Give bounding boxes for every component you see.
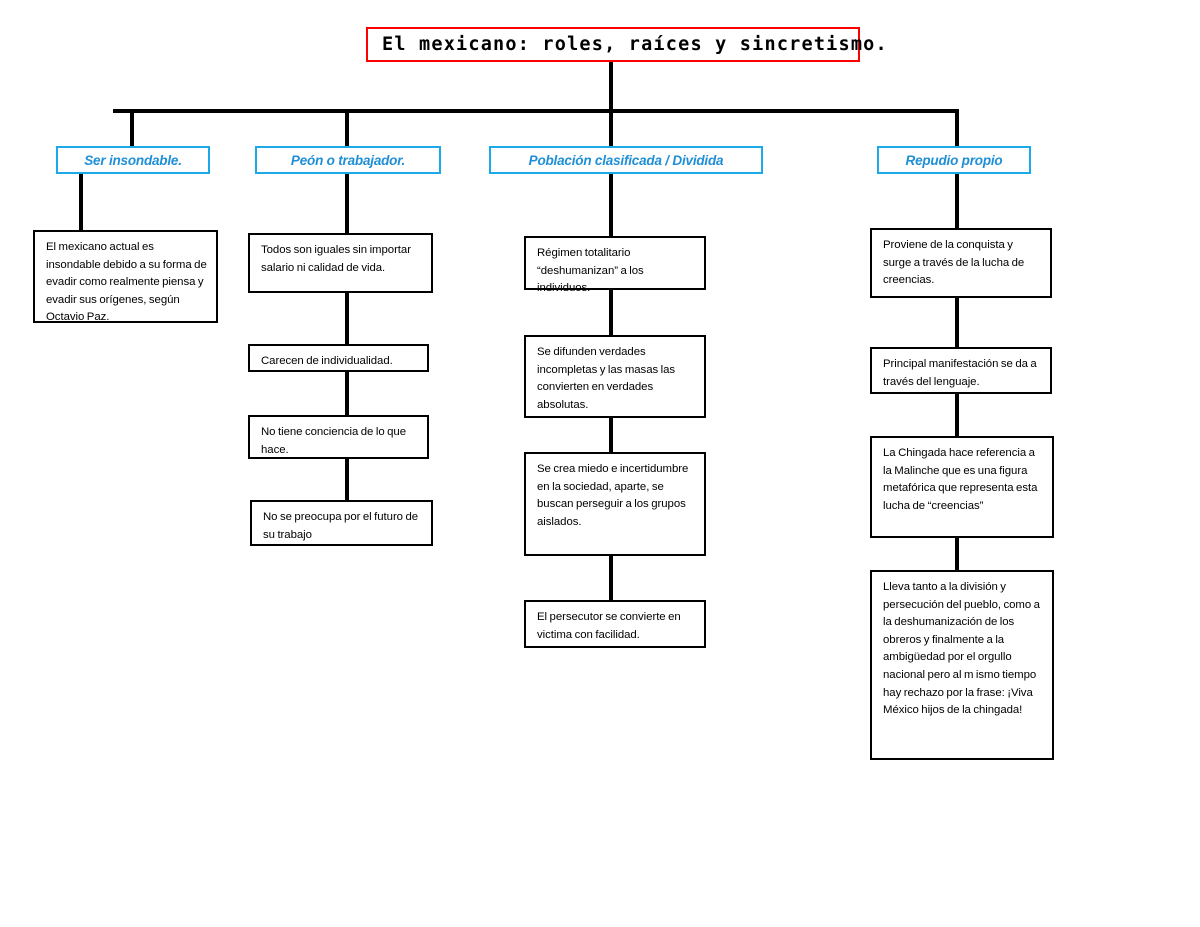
- detail-box-col2-4[interactable]: No se preocupa por el futuro de su traba…: [250, 500, 433, 546]
- detail-text: Carecen de individualidad.: [261, 355, 393, 367]
- detail-text: Régimen totalitario “deshumanizan” a los…: [537, 247, 644, 295]
- diagram-title-box: El mexicano: roles, raíces y sincretismo…: [366, 27, 887, 62]
- category-box-ser-insondable[interactable]: Ser insondable.: [56, 146, 210, 174]
- detail-text: Se crea miedo e incertidumbre en la soci…: [537, 463, 689, 528]
- category-label: Población clasificada / Dividida: [528, 152, 724, 168]
- detail-text: El persecutor se convierte en victima co…: [537, 611, 681, 641]
- category-box-peon-o-trabajador[interactable]: Peón o trabajador.: [255, 146, 441, 174]
- detail-box-col4-1[interactable]: Proviene de la conquista y surge a travé…: [870, 228, 1052, 298]
- detail-text: El mexicano actual es insondable debido …: [46, 241, 207, 324]
- detail-box-col4-4[interactable]: Lleva tanto a la división y persecución …: [870, 570, 1054, 760]
- category-label: Repudio propio: [905, 152, 1003, 168]
- detail-text: No se preocupa por el futuro de su traba…: [263, 511, 419, 541]
- detail-box-col3-1[interactable]: Régimen totalitario “deshumanizan” a los…: [524, 236, 706, 294]
- page-title: El mexicano: roles, raíces y sincretismo…: [382, 34, 888, 55]
- detail-box-col1-1[interactable]: El mexicano actual es insondable debido …: [33, 230, 218, 323]
- detail-box-col4-2[interactable]: Principal manifestación se da a través d…: [870, 347, 1052, 394]
- category-label: Peón o trabajador.: [290, 152, 406, 168]
- category-box-poblacion-clasificada[interactable]: Población clasificada / Dividida: [489, 146, 763, 174]
- category-box-repudio-propio[interactable]: Repudio propio: [877, 146, 1031, 174]
- detail-box-col2-2[interactable]: Carecen de individualidad.: [248, 344, 429, 372]
- detail-box-col2-1[interactable]: Todos son iguales sin importar salario n…: [248, 233, 433, 293]
- detail-text: No tiene conciencia de lo que hace.: [261, 426, 406, 456]
- detail-box-col2-3[interactable]: No tiene conciencia de lo que hace.: [248, 415, 429, 459]
- detail-box-col3-2[interactable]: Se difunden verdades incompletas y las m…: [524, 335, 706, 418]
- category-label: Ser insondable.: [84, 152, 182, 168]
- detail-box-col3-3[interactable]: Se crea miedo e incertidumbre en la soci…: [524, 452, 706, 556]
- detail-text: La Chingada hace referencia a la Malinch…: [883, 447, 1038, 512]
- detail-box-col3-4[interactable]: El persecutor se convierte en victima co…: [524, 600, 706, 648]
- detail-text: Principal manifestación se da a través d…: [883, 358, 1037, 388]
- detail-text: Todos son iguales sin importar salario n…: [261, 244, 411, 274]
- detail-text: Lleva tanto a la división y persecución …: [883, 581, 1040, 717]
- detail-text: Se difunden verdades incompletas y las m…: [537, 346, 676, 411]
- detail-text: Proviene de la conquista y surge a travé…: [883, 239, 1025, 287]
- detail-box-col4-3[interactable]: La Chingada hace referencia a la Malinch…: [870, 436, 1054, 538]
